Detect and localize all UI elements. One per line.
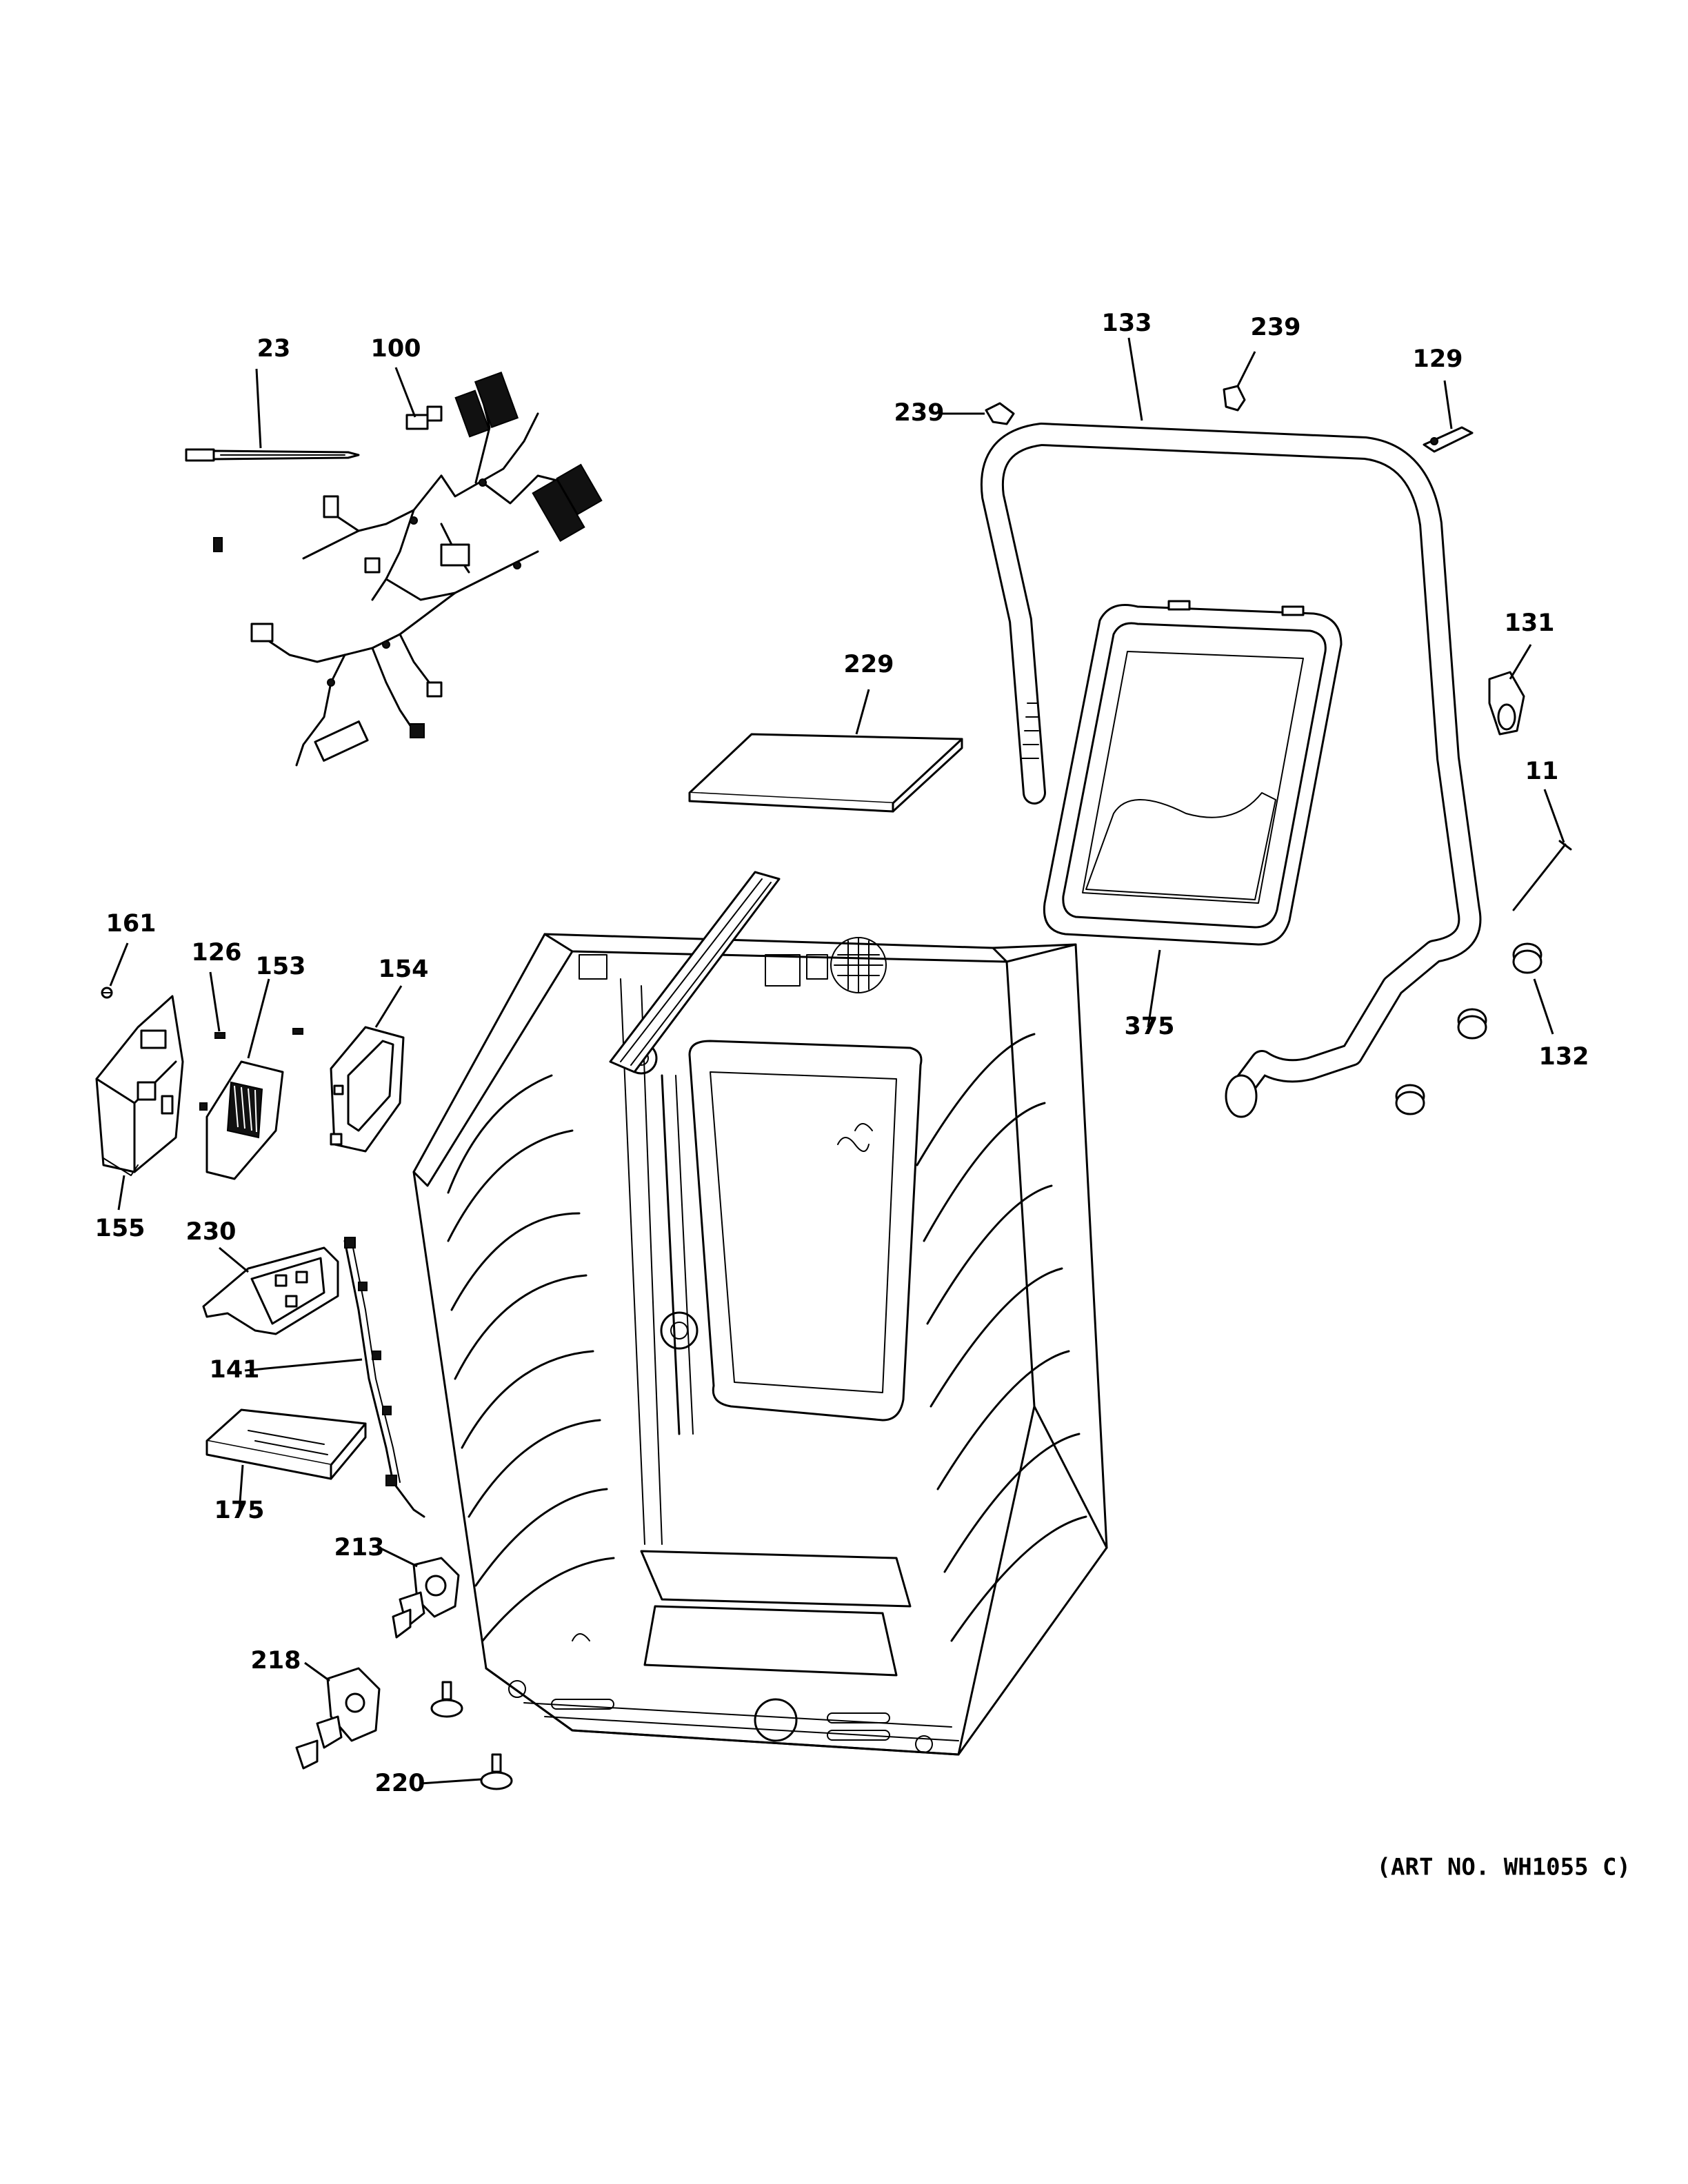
bracket-part-129 — [1423, 426, 1474, 453]
label-131: 131 — [1504, 609, 1554, 637]
leveling-leg-part-220 — [430, 1681, 513, 1790]
leader-213 — [379, 1546, 418, 1568]
leader-11 — [1543, 789, 1565, 843]
label-129: 129 — [1412, 345, 1463, 373]
leader-141 — [244, 1358, 363, 1372]
tie-part-11 — [1512, 840, 1572, 911]
leader-129 — [1443, 380, 1453, 429]
hose-clamp-part-132 — [1395, 942, 1543, 1115]
leader-154 — [374, 985, 403, 1028]
board-part-153 — [199, 1028, 303, 1180]
leader-23 — [255, 368, 262, 449]
leader-133 — [1127, 337, 1143, 421]
leader-132 — [1533, 978, 1554, 1035]
housing-part-155 — [95, 995, 184, 1176]
cabinet-frame — [412, 871, 1108, 1756]
label-239-left: 239 — [894, 399, 944, 427]
leader-218 — [304, 1661, 330, 1682]
hose-guide-part-131 — [1488, 671, 1525, 736]
leader-100 — [394, 367, 416, 418]
gasket-frame-part-375 — [1043, 600, 1343, 946]
wire-strip-part-141 — [343, 1237, 425, 1518]
leader-220 — [420, 1778, 482, 1785]
leader-161 — [109, 942, 129, 987]
leader-230 — [219, 1246, 249, 1273]
label-100: 100 — [370, 335, 421, 363]
part-labels: 23 100 133 239 239 129 131 229 11 161 12… — [94, 310, 1631, 1881]
leader-239-right — [1236, 351, 1256, 387]
label-133: 133 — [1101, 310, 1152, 337]
leader-155 — [117, 1175, 125, 1211]
valve-part-218 — [295, 1667, 381, 1770]
label-141: 141 — [209, 1356, 259, 1384]
art-number: (ART NO. WH1055 C) — [1377, 1854, 1631, 1881]
label-175: 175 — [214, 1497, 264, 1524]
label-23: 23 — [257, 335, 291, 363]
leader-175 — [238, 1464, 244, 1512]
label-154: 154 — [378, 956, 428, 983]
pad-part-229 — [688, 733, 963, 813]
label-161: 161 — [106, 910, 156, 938]
screw-part-161 — [101, 987, 113, 999]
leader-229 — [855, 689, 870, 735]
label-230: 230 — [185, 1218, 236, 1246]
tray-part-175 — [205, 1408, 367, 1480]
leader-131 — [1509, 644, 1532, 680]
label-375: 375 — [1124, 1013, 1174, 1040]
label-220: 220 — [374, 1770, 425, 1797]
drain-hose-part-133 — [980, 423, 1482, 1118]
hose-clip-part-239-left — [985, 402, 1015, 425]
vent-grid — [830, 937, 887, 993]
label-153: 153 — [255, 953, 305, 980]
label-132: 132 — [1538, 1043, 1589, 1071]
cable-tie-part-23 — [185, 448, 360, 462]
label-11: 11 — [1525, 758, 1559, 785]
wire-harness-part-100 — [213, 371, 603, 767]
label-218: 218 — [250, 1647, 301, 1675]
leader-375 — [1147, 949, 1161, 1028]
leader-126 — [209, 971, 221, 1032]
pump-part-213 — [392, 1557, 460, 1639]
module-part-154 — [330, 1026, 405, 1153]
hose-clip-part-239-right — [1223, 385, 1246, 412]
label-229: 229 — [843, 651, 894, 678]
label-155: 155 — [94, 1215, 145, 1242]
bracket-part-230 — [202, 1246, 339, 1335]
label-239-right: 239 — [1250, 314, 1300, 341]
label-213: 213 — [334, 1534, 384, 1561]
leader-153 — [247, 978, 270, 1059]
part-126 — [214, 1032, 225, 1039]
label-126: 126 — [191, 939, 241, 967]
